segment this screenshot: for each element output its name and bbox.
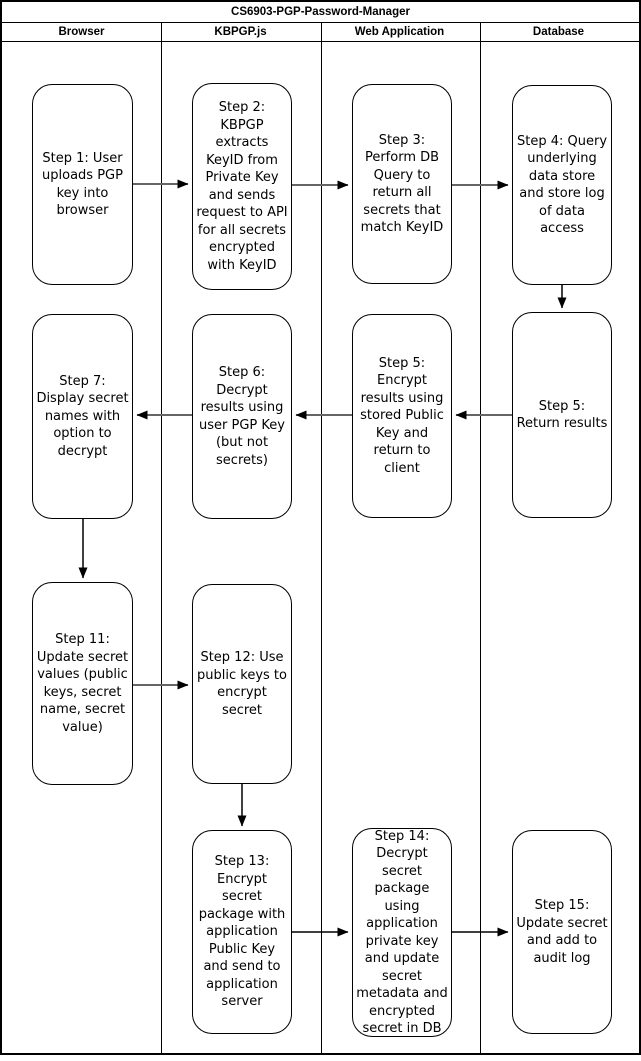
node-step3-label: Step 3: Perform DB Query to return all s… — [360, 132, 444, 236]
lane-divider-1 — [161, 23, 162, 1055]
lane-header-kbpgp-js: KBPGP.js — [214, 26, 267, 38]
node-step14-label: Step 14: Decrypt secret package using ap… — [356, 828, 448, 1037]
node-step13: Step 13: Encrypt secret package with app… — [192, 830, 292, 1034]
node-step6: Step 6: Decrypt results using user PGP K… — [192, 314, 292, 519]
diagram-title: CS6903-PGP-Password-Manager — [2, 2, 639, 23]
node-step5-encrypt-label: Step 5: Encrypt results using stored Pub… — [360, 355, 444, 476]
node-step13-label: Step 13: Encrypt secret package with app… — [198, 854, 286, 1010]
node-step3: Step 3: Perform DB Query to return all s… — [352, 84, 452, 284]
lane-header-web-application: Web Application — [354, 26, 445, 38]
node-step1: Step 1: User uploads PGP key into browse… — [32, 84, 133, 285]
node-step11-label: Step 11: Update secret values (public ke… — [36, 632, 129, 735]
node-step5-return-label: Step 5: Return results — [516, 398, 608, 432]
lane-headers: Browser KBPGP.js Web Application Databas… — [2, 23, 639, 42]
node-step15-label: Step 15: Update secret and add to audit … — [516, 898, 608, 966]
node-step7: Step 7: Display secret names with option… — [32, 314, 133, 519]
node-step2: Step 2: KBPGP extracts KeyID from Privat… — [192, 83, 292, 290]
node-step7-label: Step 7: Display secret names with option… — [36, 373, 129, 459]
node-step1-label: Step 1: User uploads PGP key into browse… — [42, 150, 123, 219]
node-step4: Step 4: Query underlying data store and … — [512, 85, 612, 285]
node-step14: Step 14: Decrypt secret package using ap… — [352, 828, 452, 1037]
node-step12-label: Step 12: Use public keys to encrypt secr… — [197, 650, 287, 718]
node-step2-label: Step 2: KBPGP extracts KeyID from Privat… — [196, 100, 288, 273]
lane-divider-2 — [321, 23, 322, 1055]
node-step11: Step 11: Update secret values (public ke… — [32, 582, 133, 785]
lane-header-database: Database — [532, 26, 585, 38]
lane-header-browser: Browser — [58, 26, 105, 38]
node-step4-label: Step 4: Query underlying data store and … — [516, 133, 608, 237]
lane-divider-3 — [480, 23, 481, 1055]
node-step5-encrypt: Step 5: Encrypt results using stored Pub… — [352, 314, 452, 518]
node-step5-return: Step 5: Return results — [512, 312, 612, 518]
node-step6-label: Step 6: Decrypt results using user PGP K… — [199, 365, 285, 468]
node-step15: Step 15: Update secret and add to audit … — [512, 830, 612, 1034]
node-step12: Step 12: Use public keys to encrypt secr… — [192, 584, 292, 784]
